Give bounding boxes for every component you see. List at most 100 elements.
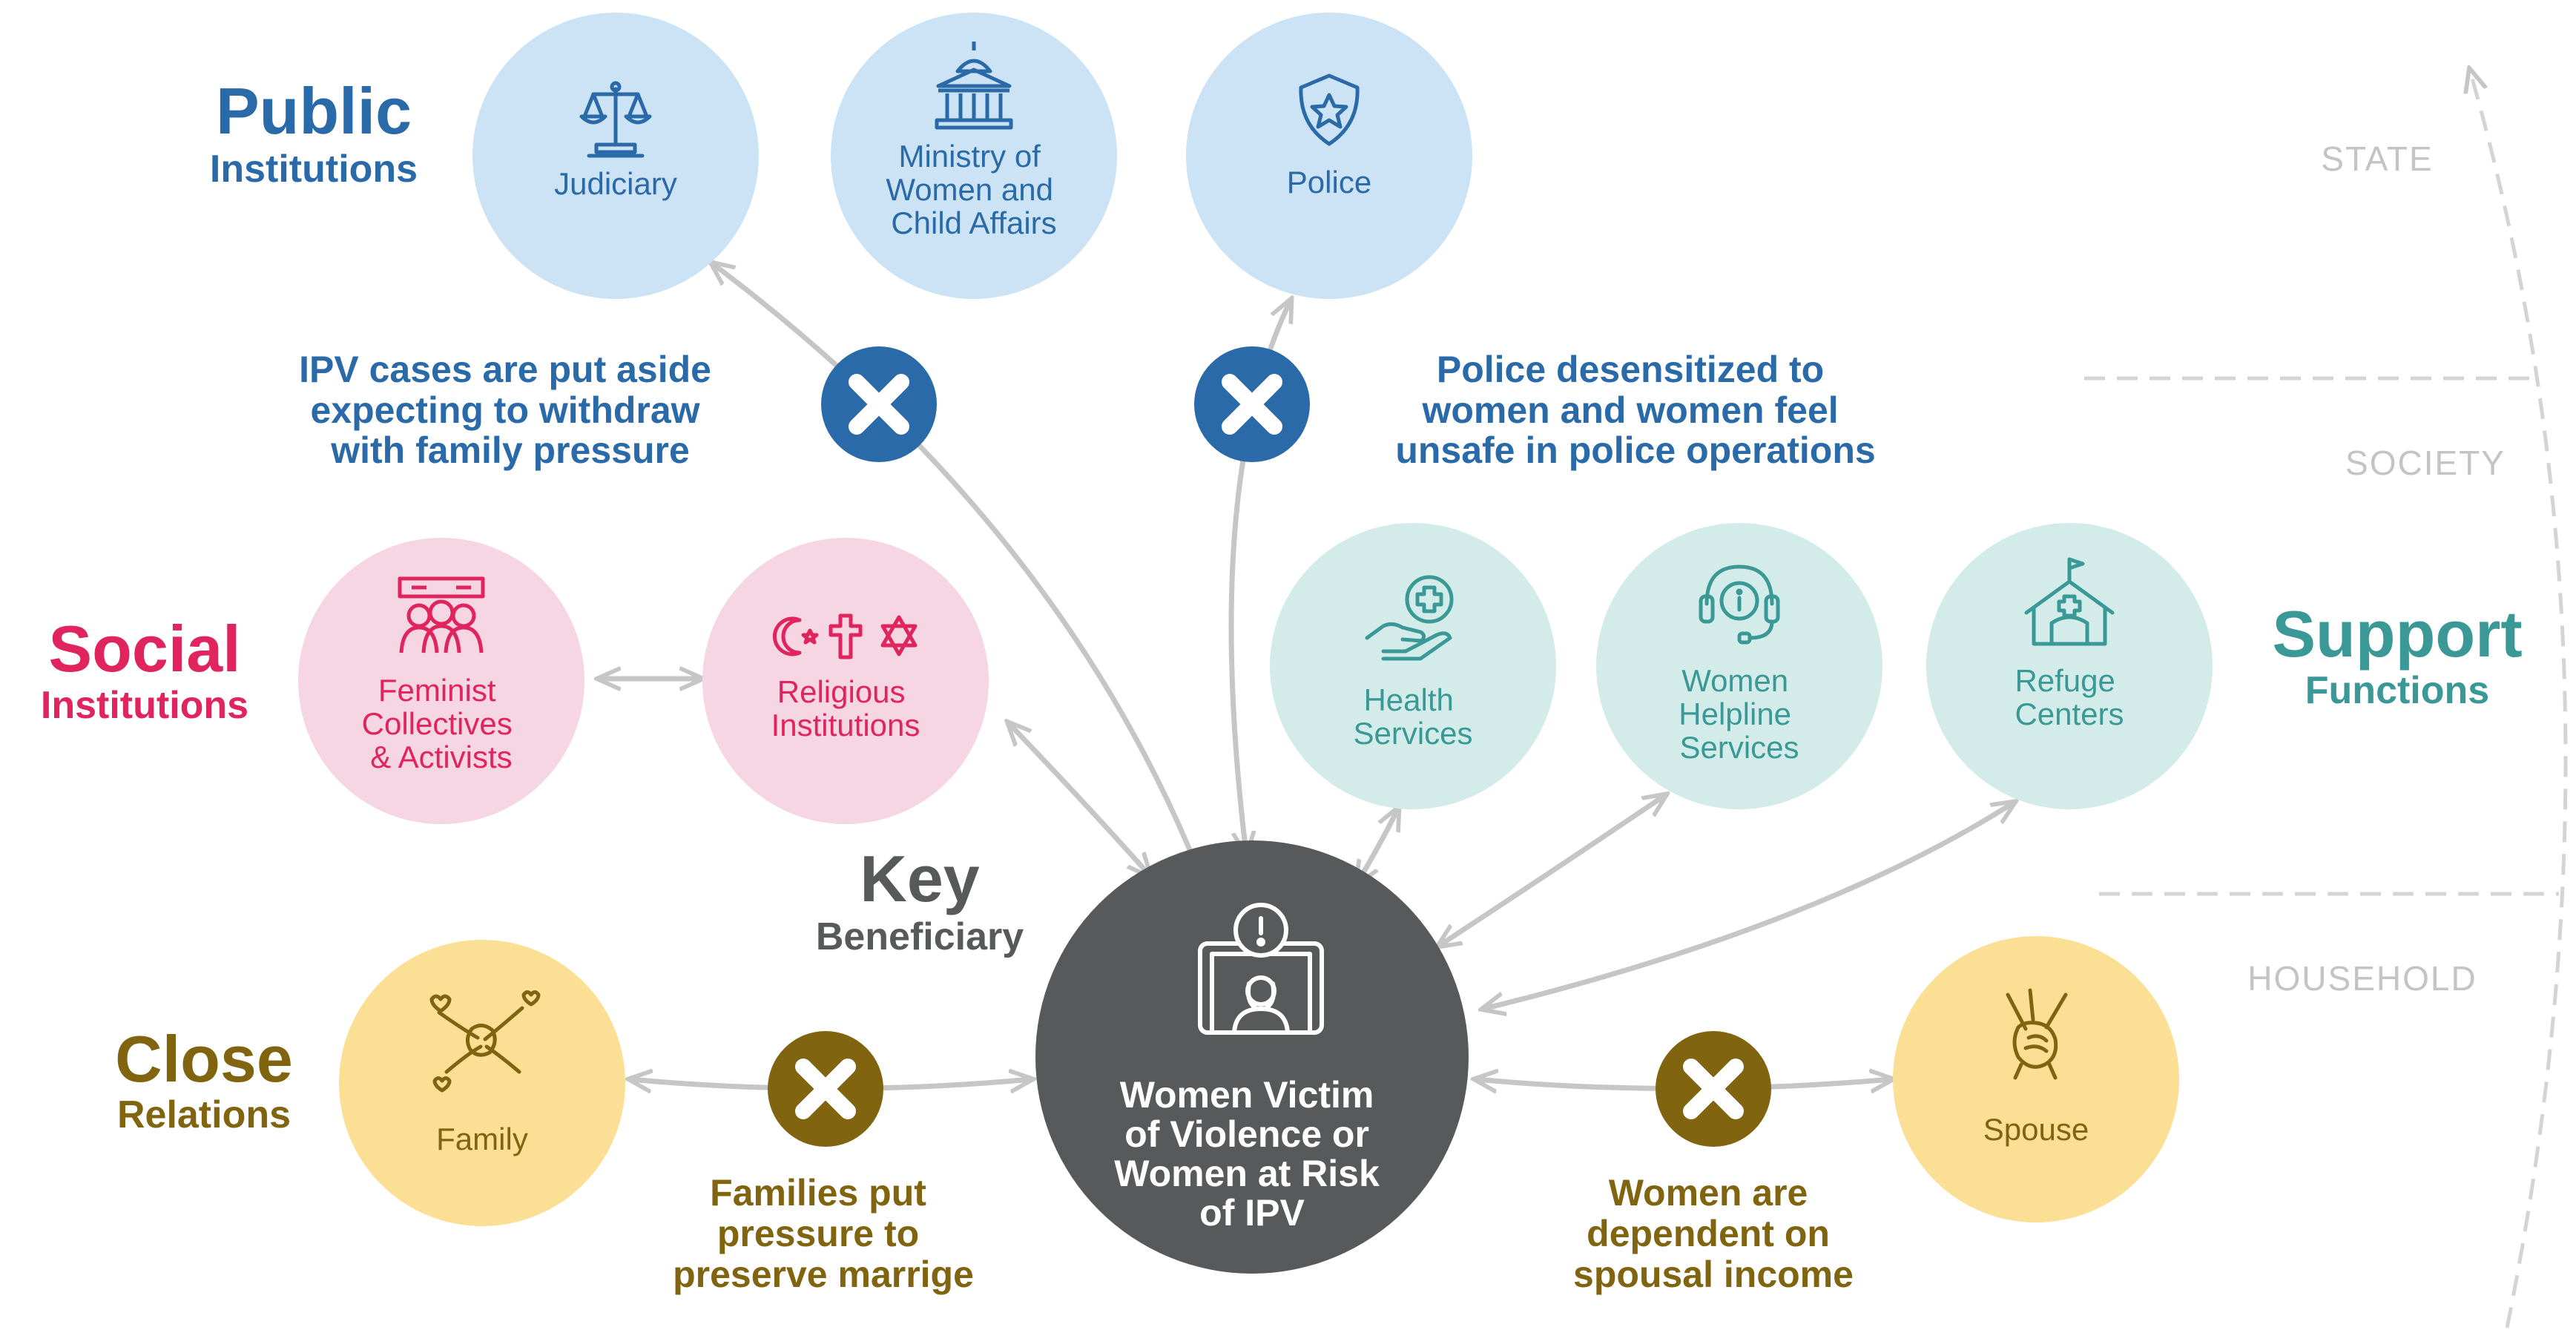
police-circle [1186,13,1472,299]
feminist-label-2: Collectives [362,706,513,741]
svg-text:Police: Police [1287,165,1371,200]
svg-text:Judiciary: Judiciary [554,166,677,201]
feminist-label-1: Feminist [378,673,496,708]
center-label-4: of IPV [1199,1192,1305,1234]
svg-text:Women Helpline Ser: Women Helpline Services [1679,663,1799,765]
level-household: HOUSEHOLD [2247,959,2477,998]
level-guides [2084,70,2568,1329]
note-judiciary-1: IPV cases are put aside [299,349,711,390]
center-label-1: Women Victim [1120,1074,1374,1116]
level-society: SOCIETY [2345,444,2506,482]
node-ministry[interactable]: Ministry of Women and Child Affairs [831,13,1117,299]
category-close: Close Relations [115,1022,293,1136]
note-family-2: pressure to [717,1213,919,1254]
blocked-marker-police [1194,346,1310,462]
category-social-title: Social [48,612,240,685]
svg-text:Women are dependent on: Women are dependent on spousal income [1573,1172,1854,1295]
note-police-1: Police desensitized to [1437,349,1824,390]
category-public: Public Institutions [210,74,418,191]
center-label-2: of Violence or [1124,1113,1369,1155]
arrow-religious-center [1009,723,1150,875]
scale-arc [2470,70,2568,1329]
note-spouse-3: spousal income [1573,1254,1854,1295]
ministry-circle [831,13,1117,299]
spouse-circle [1893,936,2179,1222]
note-spouse-2: dependent on [1587,1213,1830,1254]
feminist-label-3: & Activists [370,740,512,774]
blocked-marker-judiciary [821,346,937,462]
helpline-label-2: Helpline [1679,697,1791,731]
svg-text:Feminist Collectives: Feminist Collectives & Activists [362,673,521,774]
helpline-label-1: Women [1681,663,1788,698]
ministry-label-3: Child Affairs [891,205,1056,240]
police-badge-icon [1299,73,1360,146]
category-support: Support Functions [2272,597,2522,712]
svg-text:Police desensitized to wom: Police desensitized to women and women f… [1395,349,1875,471]
ministry-label-2: Women and [886,172,1053,207]
arrow-center-refuge [1483,803,2014,1009]
family-label: Family [436,1122,528,1156]
arrow-center-helpline [1439,795,1665,946]
category-social-subtitle: Institutions [41,684,248,727]
node-spouse[interactable]: Spouse [1893,936,2179,1222]
node-religious[interactable]: Religious Institutions [702,538,989,824]
religious-label-1: Religious [777,674,906,709]
family-circle [339,940,625,1226]
connectors [599,263,2014,1089]
feminist-circle [298,538,584,824]
category-key-subtitle: Beneficiary [816,915,1024,958]
svg-text:Family: Family [436,1122,528,1156]
category-close-subtitle: Relations [117,1093,291,1136]
category-public-subtitle: Institutions [210,148,418,191]
blocked-marker-family [768,1031,883,1147]
node-center[interactable]: Women Victim of Violence or Women at Ris… [1035,840,1469,1274]
svg-text:IPV cases are put aside ex: IPV cases are put aside expecting to wit… [299,349,722,471]
government-building-icon [935,42,1013,130]
holding-hands-icon [2006,988,2068,1080]
category-public-title: Public [216,74,412,148]
category-key: Key Beneficiary [816,842,1024,958]
note-family-1: Families put [710,1172,926,1214]
note-family-3: preserve marrige [673,1254,974,1295]
refuge-circle [1926,523,2213,809]
blocked-marker-spouse [1656,1031,1771,1147]
health-circle [1270,523,1556,809]
protest-group-icon [398,576,485,654]
spouse-label: Spouse [1983,1112,2089,1147]
level-state: STATE [2321,139,2433,178]
svg-text:Religious Institutions: Religious Institutions [771,674,920,743]
node-health[interactable]: Health Services [1270,523,1556,809]
center-label-3: Women at Risk [1114,1153,1380,1194]
religious-circle [702,538,989,824]
category-key-title: Key [860,842,979,915]
medical-care-icon [1365,575,1454,661]
node-refuge[interactable]: Refuge Centers [1926,523,2213,809]
node-judiciary[interactable]: Judiciary [472,13,759,299]
center-circle [1035,840,1469,1274]
judiciary-label: Judiciary [554,166,677,201]
category-social: Social Institutions [41,612,248,727]
headset-info-icon [1699,564,1780,645]
note-judiciary-2: expecting to withdraw [311,389,700,431]
shelter-tent-icon [2024,557,2115,646]
religious-symbols-icon [772,613,918,659]
helpline-circle [1596,523,1882,809]
category-support-title: Support [2272,597,2522,671]
svg-text:Women Victim of Violence: Women Victim of Violence or Women at Ris… [1114,1074,1389,1234]
svg-text:Families put pressure to: Families put pressure to preserve marrig… [673,1172,974,1295]
joined-hands-icon [429,990,541,1093]
police-label: Police [1287,165,1371,200]
woman-alert-icon [1198,903,1324,1035]
refuge-label-1: Refuge [2015,663,2115,698]
node-feminist[interactable]: Feminist Collectives & Activists [298,538,584,824]
svg-text:Health Services: Health Services [1353,682,1472,751]
node-helpline[interactable]: Women Helpline Services [1596,523,1882,809]
note-judiciary-3: with family pressure [330,429,690,471]
scales-of-justice-icon [579,81,652,158]
ministry-label-1: Ministry of [898,139,1041,174]
node-police[interactable]: Police [1186,13,1472,299]
node-family[interactable]: Family [339,940,625,1226]
svg-text:Refuge Centers: Refuge Centers [2015,663,2124,731]
note-spouse-1: Women are [1609,1172,1808,1214]
